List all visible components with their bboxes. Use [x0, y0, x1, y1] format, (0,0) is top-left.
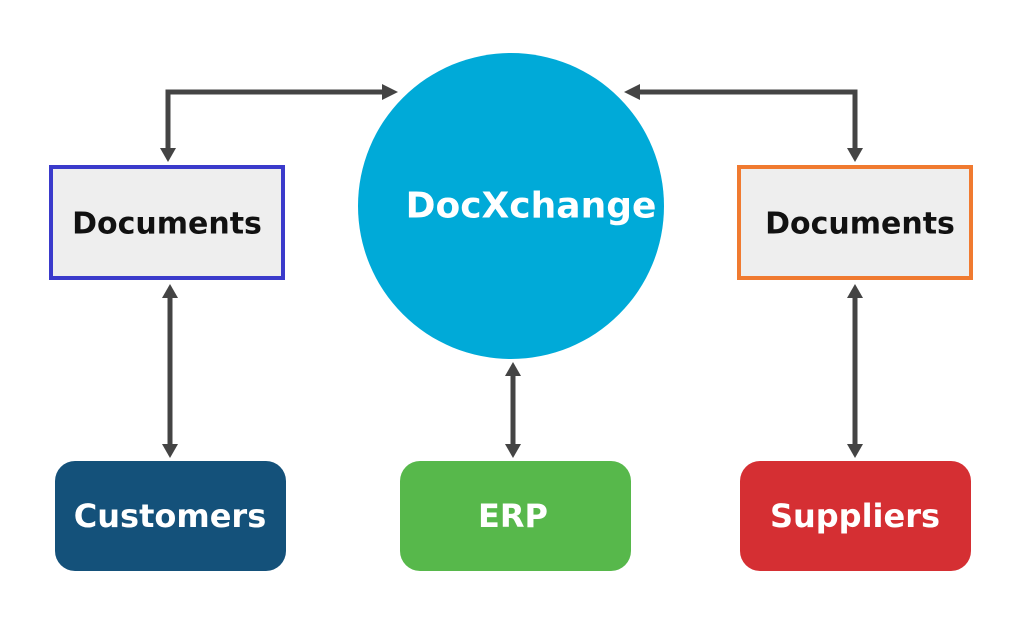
left-documents-box	[49, 165, 285, 280]
arrowhead-left-docs-down	[160, 148, 176, 162]
arrowhead-customers-up	[162, 444, 178, 458]
arrowhead-hub-bottom	[505, 362, 521, 376]
connector-left-docs-hub	[165, 89, 382, 148]
arrowhead-right-docs-down	[847, 148, 863, 162]
suppliers-node: Suppliers	[740, 461, 971, 571]
arrowhead-erp-top	[505, 444, 521, 458]
hub-node: DocXchange	[358, 53, 664, 359]
right-documents-node: Documents	[737, 165, 973, 280]
hub-label: DocXchange	[406, 186, 657, 227]
arrowhead-hub-left	[382, 84, 398, 100]
hub-circle	[358, 53, 664, 359]
connector-right-docs-hub	[640, 89, 858, 148]
right-documents-label: Documents	[765, 207, 955, 242]
left-documents-node: Documents	[49, 165, 285, 280]
customers-box	[55, 461, 286, 571]
left-documents-label: Documents	[72, 207, 262, 242]
connectors	[160, 84, 863, 458]
arrowhead-suppliers-up	[847, 444, 863, 458]
arrowhead-hub-right	[624, 84, 640, 100]
customers-node: Customers	[55, 461, 286, 571]
erp-label: ERP	[478, 497, 548, 535]
right-documents-box	[737, 165, 973, 280]
erp-node: ERP	[400, 461, 631, 571]
suppliers-label: Suppliers	[770, 497, 940, 535]
erp-box	[400, 461, 631, 571]
arrowhead-left-docs-up	[162, 284, 178, 298]
suppliers-box	[740, 461, 971, 571]
arrowhead-right-docs-up	[847, 284, 863, 298]
customers-label: Customers	[74, 497, 266, 535]
